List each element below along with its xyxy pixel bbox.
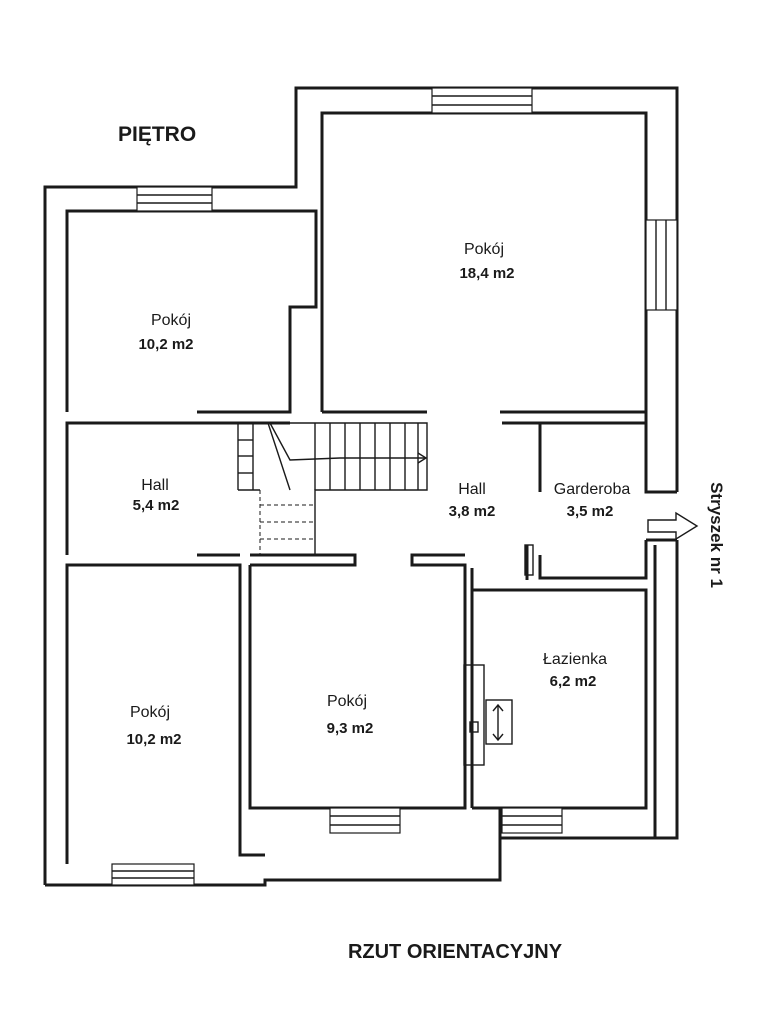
room-area: 18,4 m2 — [459, 265, 514, 282]
room-name: Garderoba — [554, 481, 631, 498]
room-area: 3,5 m2 — [567, 503, 614, 520]
room-area: 10,2 m2 — [126, 731, 181, 748]
ventilation-shaft — [463, 544, 534, 766]
room-lazienka: Łazienka 6,2 m2 — [543, 651, 607, 690]
room-hall-center: Hall 3,8 m2 — [449, 481, 496, 520]
room-garderoba: Garderoba 3,5 m2 — [554, 481, 631, 520]
room-area: 9,3 m2 — [327, 720, 374, 737]
room-pokoj-large: Pokój 18,4 m2 — [459, 241, 514, 282]
room-name: Pokój — [151, 312, 191, 329]
annex-label: Stryszek nr 1 — [707, 482, 726, 588]
windows — [111, 87, 678, 886]
room-area: 10,2 m2 — [138, 336, 193, 353]
room-pokoj-center: Pokój 9,3 m2 — [327, 693, 374, 737]
footer-label: RZUT ORIENTACYJNY — [348, 941, 563, 963]
outer-walls — [43, 86, 679, 887]
room-area: 5,4 m2 — [133, 497, 180, 514]
room-pokoj-lower-left: Pokój 10,2 m2 — [126, 704, 181, 748]
room-name: Pokój — [130, 704, 170, 721]
room-pokoj-upper-left: Pokój 10,2 m2 — [138, 312, 193, 353]
page-title: PIĘTRO — [118, 123, 196, 146]
room-area: 6,2 m2 — [550, 673, 597, 690]
room-area: 3,8 m2 — [449, 503, 496, 520]
room-name: Hall — [141, 477, 169, 494]
stairs — [237, 422, 428, 555]
room-name: Pokój — [464, 241, 504, 258]
room-hall-left: Hall 5,4 m2 — [133, 477, 180, 514]
room-name: Pokój — [327, 693, 367, 710]
room-name: Hall — [458, 481, 486, 498]
room-name: Łazienka — [543, 651, 607, 668]
annex-arrow-icon — [647, 511, 699, 541]
